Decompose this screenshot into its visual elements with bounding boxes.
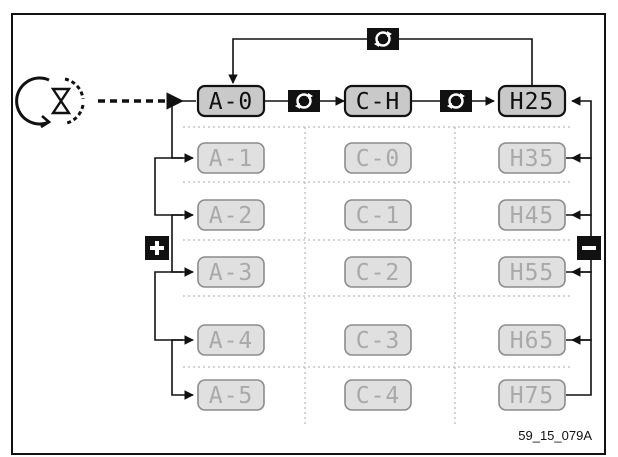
cycle-icon xyxy=(367,28,399,50)
display-box-a-4: A-4 xyxy=(197,324,265,356)
display-code: A-3 xyxy=(209,260,254,286)
display-box-c-3: C-2 xyxy=(344,256,412,288)
display-code: C-H xyxy=(356,89,401,115)
figure-frame xyxy=(11,13,606,455)
display-code: H35 xyxy=(510,146,555,172)
display-code: A-2 xyxy=(209,203,254,229)
display-code: C-4 xyxy=(356,383,401,409)
display-box-h-3: H55 xyxy=(498,256,566,288)
plus-button-icon xyxy=(145,236,169,260)
display-box-c-1: C-0 xyxy=(344,142,412,174)
display-code: H25 xyxy=(510,89,555,115)
display-box-a-0: A-0 xyxy=(196,84,266,118)
grid-guides xyxy=(183,126,573,425)
display-code: H55 xyxy=(510,260,555,286)
display-code: C-1 xyxy=(356,203,401,229)
display-box-h-4: H65 xyxy=(498,324,566,356)
cycle-icon xyxy=(288,90,320,112)
display-code: A-0 xyxy=(209,89,254,115)
display-code: H65 xyxy=(510,328,555,354)
plus-step-connectors xyxy=(154,100,196,400)
display-box-c-5: C-4 xyxy=(344,379,412,411)
display-box-a-1: A-1 xyxy=(197,142,265,174)
display-box-h-0: H25 xyxy=(497,84,567,118)
hourglass-timer-icon xyxy=(15,76,85,129)
display-box-h-5: H75 xyxy=(498,379,566,411)
display-code: C-3 xyxy=(356,328,401,354)
display-code: A-1 xyxy=(209,146,254,172)
display-box-h-1: H35 xyxy=(498,142,566,174)
display-box-c-0: C-H xyxy=(343,84,413,118)
display-box-a-2: A-2 xyxy=(197,199,265,231)
display-box-a-5: A-5 xyxy=(197,379,265,411)
figure-code: 59_15_079A xyxy=(518,428,592,443)
display-box-c-4: C-3 xyxy=(344,324,412,356)
display-code: H75 xyxy=(510,383,555,409)
display-code: A-5 xyxy=(209,383,254,409)
display-code: C-0 xyxy=(356,146,401,172)
cycle-icon xyxy=(440,90,472,112)
minus-button-icon xyxy=(577,236,601,260)
display-code: A-4 xyxy=(209,328,254,354)
display-box-a-3: A-3 xyxy=(197,256,265,288)
display-box-c-2: C-1 xyxy=(344,199,412,231)
display-code: C-2 xyxy=(356,260,401,286)
display-code: H45 xyxy=(510,203,555,229)
display-boxes: A-0A-1A-2A-3A-4A-5 C-H C-0C-1C-2C-3C-4 H25H… xyxy=(196,84,567,411)
display-box-h-2: H45 xyxy=(498,199,566,231)
